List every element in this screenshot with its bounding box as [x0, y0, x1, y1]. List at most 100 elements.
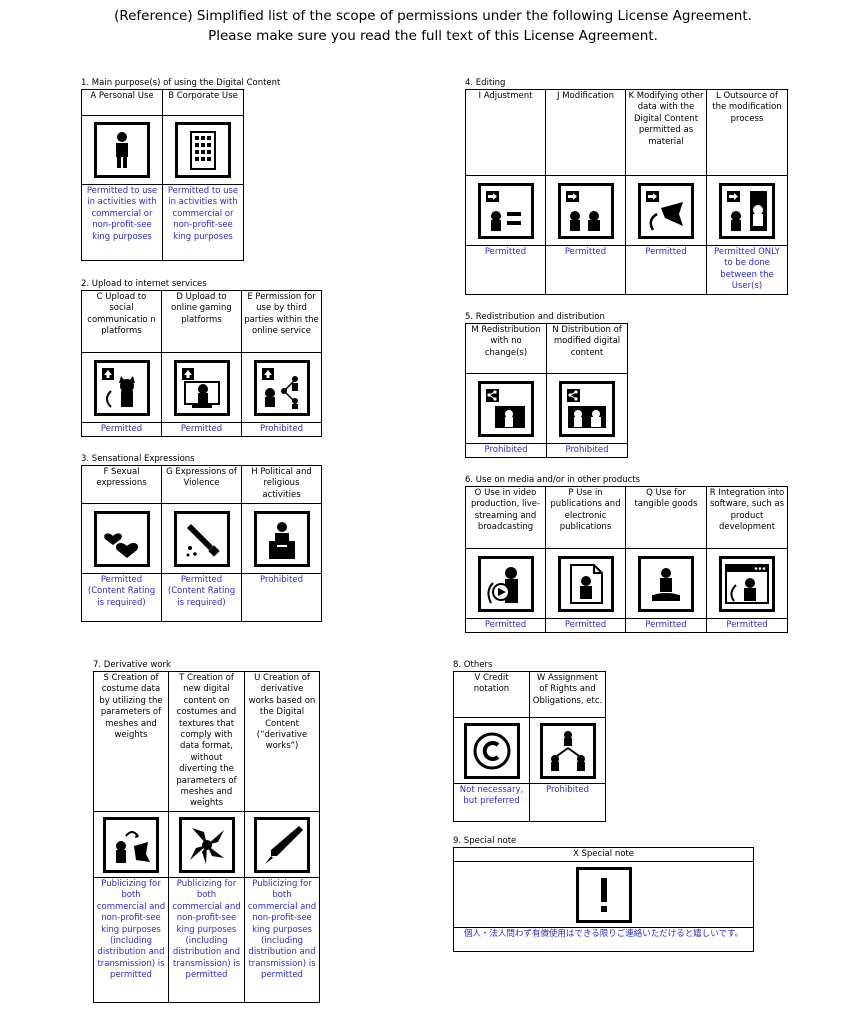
publication-icon: [557, 555, 614, 612]
permission-table: X Special note 個人・法人問わず有償使用はできる限りご連絡いただけ…: [453, 846, 754, 953]
status-h: Prohibited: [241, 573, 322, 622]
software-icon: [719, 555, 775, 612]
section-title: 8. Others: [453, 660, 493, 670]
col-label-g: G Expressions of Violence: [161, 465, 242, 504]
hearts-icon: [93, 510, 150, 567]
header-line-1: (Reference) Simplified list of the scope…: [114, 8, 752, 24]
section-title: 1. Main purpose(s) of using the Digital …: [81, 78, 281, 88]
col-label-k: K Modifying other data with the Digital …: [625, 89, 707, 176]
section-title: 3. Sensational Expressions: [81, 454, 195, 464]
status-q: Permitted: [625, 617, 707, 634]
section-redistribution: 5. Redistribution and distribution M Red…: [465, 312, 628, 459]
status-c: Permitted: [81, 421, 162, 438]
status-d: Permitted: [161, 421, 242, 438]
status-s: Publicizing for both commercial and non-…: [93, 877, 169, 1003]
col-label-i: I Adjustment: [465, 89, 546, 176]
section-editing: 4. Editing I Adjustment J Modification K…: [465, 78, 788, 295]
col-label-w: W Assignment of Rights and Obligations, …: [529, 671, 606, 718]
section-special-note: 9. Special note X Special note 個人・法人問わず有…: [453, 836, 754, 953]
col-label-s: S Creation of costume data by utilizing …: [93, 671, 169, 812]
status-l: Permitted ONLY to be done between the Us…: [706, 245, 788, 295]
adjust-icon: [477, 182, 534, 239]
col-label-h: H Political and religious activities: [241, 465, 322, 504]
permission-table: C Upload to social communicatio n platfo…: [81, 290, 322, 438]
status-r: Permitted: [706, 617, 788, 634]
copyright-icon: [463, 722, 520, 779]
section-title: 4. Editing: [465, 78, 506, 88]
section-title: 5. Redistribution and distribution: [465, 312, 605, 322]
section-title: 9. Special note: [453, 836, 517, 846]
modify-icon: [557, 182, 614, 239]
assignment-icon: [539, 722, 596, 779]
sns-upload-icon: [93, 359, 150, 416]
section-title: 2. Upload to internet services: [81, 279, 207, 289]
material-icon: [638, 182, 694, 239]
status-v: Not necessary, but preferred: [453, 783, 530, 822]
col-label-p: P Use in publications and electronic pub…: [545, 486, 626, 549]
distribute-modified-icon: [559, 380, 615, 437]
status-a: Permitted to use in activities with comm…: [81, 184, 163, 261]
status-b: Permitted to use in activities with comm…: [162, 184, 244, 261]
permission-table: V Credit notation W Assignment of Rights…: [453, 671, 606, 822]
col-label-l: L Outsource of the modification process: [706, 89, 788, 176]
podium-icon: [253, 510, 310, 567]
status-p: Permitted: [545, 617, 626, 634]
section-main-purpose: 1. Main purpose(s) of using the Digital …: [81, 78, 280, 261]
section-derivative: 7. Derivative work S Creation of costume…: [93, 660, 320, 1003]
status-o: Permitted: [465, 617, 546, 634]
col-label-n: N Distribution of modified digital conte…: [546, 323, 628, 374]
outsource-icon: [719, 182, 775, 239]
status-u: Publicizing for both commercial and non-…: [244, 877, 320, 1003]
status-e: Prohibited: [241, 421, 322, 438]
col-label-o: O Use in video production, live-streamin…: [465, 486, 546, 549]
section-sensational: 3. Sensational Expressions F Sexual expr…: [81, 454, 322, 622]
col-label-a: A Personal Use: [81, 89, 163, 116]
col-label-f: F Sexual expressions: [81, 465, 162, 504]
status-j: Permitted: [545, 245, 626, 295]
knife-icon: [173, 510, 230, 567]
section-media: 6. Use on media and/or in other products…: [465, 475, 788, 634]
status-w: Prohibited: [529, 783, 606, 822]
exclamation-icon: [575, 866, 632, 923]
figure-icon: [638, 555, 694, 612]
special-note-text: 個人・法人問わず有償使用はできる限りご連絡いただけると嬉しいです。: [453, 927, 754, 953]
col-label-e: E Permission for use by third parties wi…: [241, 290, 322, 353]
pen-icon: [254, 816, 310, 873]
person-icon: [94, 122, 150, 178]
status-i: Permitted: [465, 245, 546, 295]
section-title: 7. Derivative work: [93, 660, 171, 670]
col-label-j: J Modification: [545, 89, 626, 176]
costume-icon: [103, 816, 159, 873]
status-f: Permitted (Content Rating is required): [81, 573, 162, 622]
col-label-q: Q Use for tangible goods: [625, 486, 707, 549]
status-n: Prohibited: [546, 442, 628, 459]
permission-table: O Use in video production, live-streamin…: [465, 486, 788, 634]
building-icon: [175, 122, 231, 178]
status-t: Publicizing for both commercial and non-…: [168, 877, 245, 1003]
permission-table: M Redistribution with no change(s) N Dis…: [465, 323, 628, 459]
col-label-b: B Corporate Use: [162, 89, 244, 116]
col-label-v: V Credit notation: [453, 671, 530, 718]
col-label-c: C Upload to social communicatio n platfo…: [81, 290, 162, 353]
section-title: 6. Use on media and/or in other products: [465, 475, 641, 485]
col-label-r: R Integration into software, such as pro…: [706, 486, 788, 549]
col-label-u: U Creation of derivative works based on …: [244, 671, 320, 812]
col-label-x: X Special note: [453, 846, 754, 863]
status-g: Permitted (Content Rating is required): [161, 573, 242, 622]
game-upload-icon: [173, 359, 230, 416]
redistribute-icon: [478, 380, 534, 437]
status-m: Prohibited: [465, 442, 547, 459]
section-upload: 2. Upload to internet services C Upload …: [81, 279, 322, 438]
permission-table: F Sexual expressions G Expressions of Vi…: [81, 465, 322, 622]
col-label-t: T Creation of new digital content on cos…: [168, 671, 245, 812]
third-party-share-icon: [253, 359, 310, 416]
col-label-m: M Redistribution with no change(s): [465, 323, 547, 374]
texture-icon: [178, 816, 235, 873]
section-others: 8. Others V Credit notation W Assignment…: [453, 660, 606, 822]
header-line-2: Please make sure you read the full text …: [208, 28, 658, 44]
video-icon: [477, 555, 534, 612]
status-k: Permitted: [625, 245, 707, 295]
col-label-d: D Upload to online gaming platforms: [161, 290, 242, 353]
page-header: (Reference) Simplified list of the scope…: [0, 6, 866, 46]
permission-table: A Personal Use B Corporate Use Permitted…: [81, 89, 244, 261]
